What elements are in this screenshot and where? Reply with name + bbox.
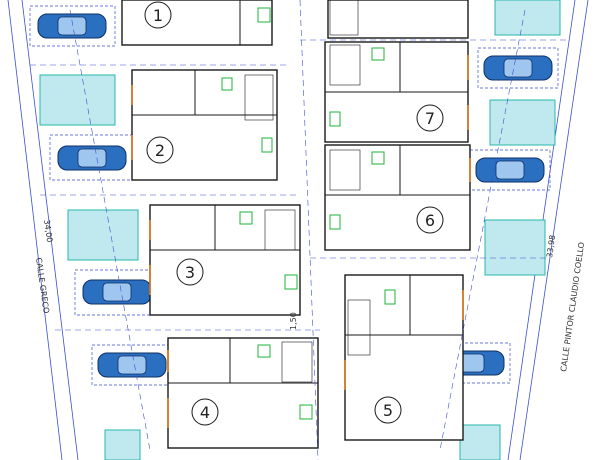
car-icon xyxy=(475,157,545,183)
building-walls xyxy=(121,0,471,449)
car-icon xyxy=(37,13,107,39)
unit-marker: 2 xyxy=(146,136,174,164)
unit-circle xyxy=(146,136,174,164)
street-label-right: CALLE PINTOR CLAUDIO COELLO xyxy=(559,241,586,372)
doors xyxy=(131,55,471,428)
unit-number: 5 xyxy=(383,401,393,420)
garden-areas xyxy=(39,0,561,460)
unit-circle xyxy=(191,398,219,426)
unit-number: 6 xyxy=(425,211,435,230)
car-icon xyxy=(483,55,553,81)
unit-circle xyxy=(144,1,172,29)
unit-marker: 4 xyxy=(191,398,219,426)
grid-lines xyxy=(30,0,570,460)
interior-walls xyxy=(132,0,470,384)
dimension-center: 1,50 xyxy=(289,312,298,330)
unit-number: 3 xyxy=(185,263,195,282)
unit-number: 1 xyxy=(153,6,163,25)
unit-circle xyxy=(416,206,444,234)
stairs xyxy=(244,0,371,383)
unit-number: 4 xyxy=(200,403,210,422)
unit-circle xyxy=(176,258,204,286)
unit-number: 2 xyxy=(155,141,165,160)
dimension-right: 33,98 xyxy=(545,234,557,258)
dimension-left: 34,00 xyxy=(42,219,54,243)
unit-number: 7 xyxy=(425,109,435,128)
car-icon xyxy=(57,145,127,171)
unit-circle xyxy=(416,104,444,132)
unit-circle xyxy=(374,396,402,424)
unit-marker: 6 xyxy=(416,206,444,234)
street-label-left: CALLE GRECO xyxy=(34,257,51,314)
unit-marker: 3 xyxy=(176,258,204,286)
unit-markers: 1 2 3 4 5 6 7 xyxy=(144,1,444,426)
fixtures xyxy=(221,7,396,420)
unit-marker: 7 xyxy=(416,104,444,132)
unit-marker: 1 xyxy=(144,1,172,29)
car-icon xyxy=(97,352,167,378)
car-icon xyxy=(82,279,152,305)
unit-marker: 5 xyxy=(374,396,402,424)
